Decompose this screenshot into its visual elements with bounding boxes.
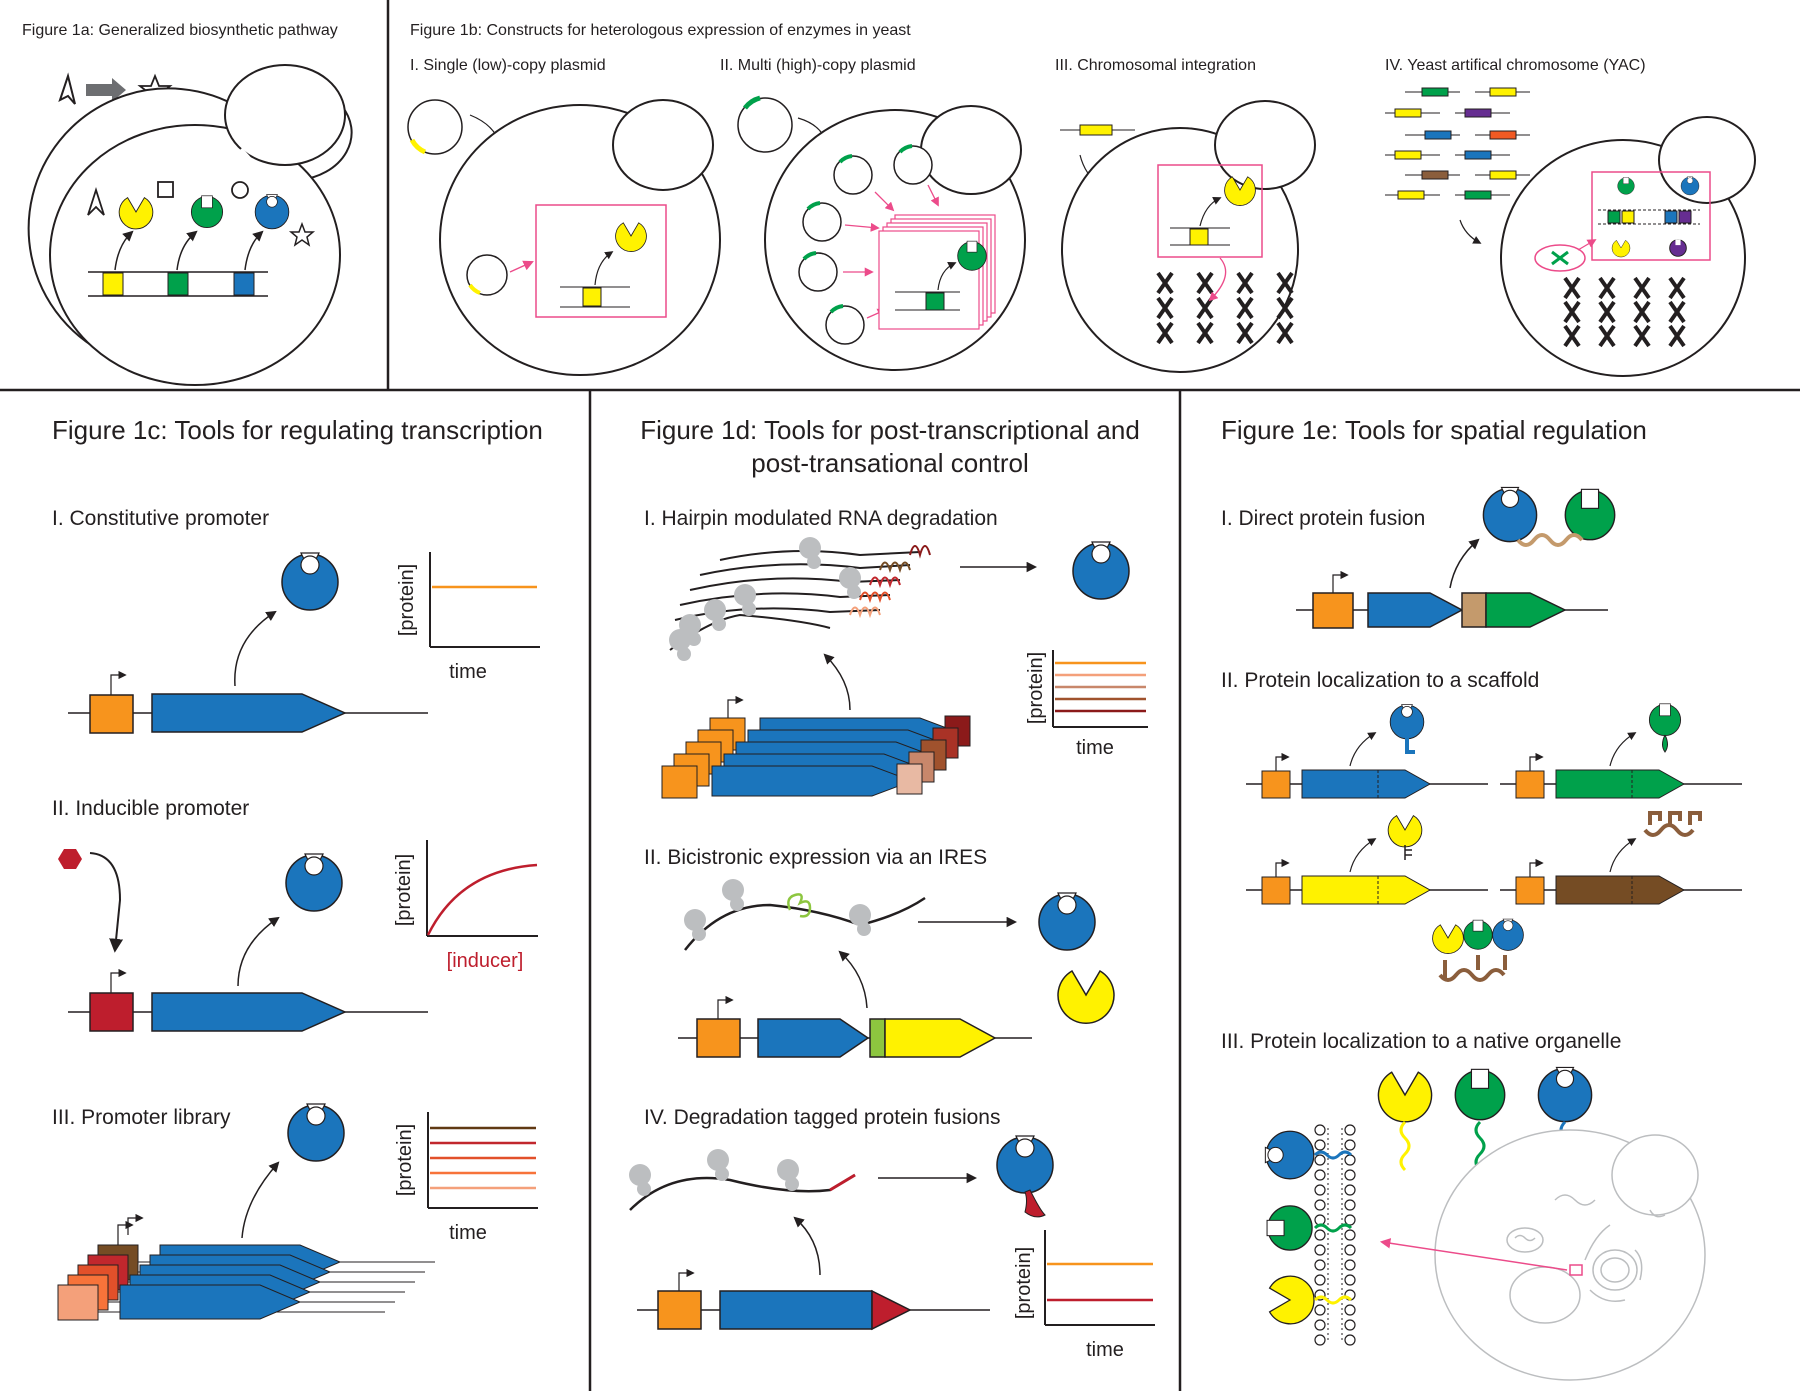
- enzyme-blue-icon: [254, 194, 290, 230]
- library-level-lines: [430, 1126, 536, 1190]
- hairpin-construct-stack: [661, 695, 971, 799]
- membrane-anchored-enzymes: [1264, 1130, 1353, 1325]
- scaffold-construct-green: [1500, 703, 1742, 799]
- constitutive-promoter: [89, 694, 134, 734]
- fig1e-title: Figure 1e: Tools for spatial regulation: [1221, 415, 1647, 445]
- fusion-linker: [1516, 533, 1584, 547]
- fig1d-4-xlabel: time: [1086, 1339, 1124, 1361]
- intermediate-square-icon: [157, 181, 174, 198]
- enzyme-green-icon: [190, 195, 224, 229]
- fig1d-title-line1: Figure 1d: Tools for post-transcriptiona…: [640, 415, 1140, 445]
- fig1d-1-xlabel: time: [1076, 737, 1114, 759]
- induction-curve: [426, 863, 538, 936]
- intermediate-circle-icon: [231, 181, 249, 199]
- inducer-hexagon-icon: [58, 849, 82, 869]
- inducible-promoter: [89, 992, 134, 1032]
- yeast-cell-1b-IV: [1500, 139, 1746, 377]
- final-star-icon: [288, 221, 316, 247]
- gene-yellow: [102, 272, 124, 296]
- fig1b-panel-3-label: III. Chromosomal integration: [1055, 57, 1256, 74]
- fig1d-panel-2-label: II. Bicistronic expression via an IRES: [644, 846, 987, 869]
- fig1c-3-ylabel: [protein]: [394, 1124, 416, 1196]
- fig1e-panel-3-label: III. Protein localization to a native or…: [1221, 1030, 1621, 1053]
- scaffold-construct-yellow: [1246, 815, 1488, 905]
- hairpin-level-lines: [1055, 661, 1146, 713]
- fig1e-panel-2-label: II. Protein localization to a scaffold: [1221, 669, 1539, 692]
- plasmid-in-cell: [466, 254, 508, 296]
- scaffold-construct-blue: [1246, 704, 1488, 799]
- plasmid-low-copy: [407, 99, 463, 155]
- fig1b-panel-2-label: II. Multi (high)-copy plasmid: [720, 57, 916, 74]
- organelle-highlight: [1569, 1264, 1583, 1276]
- fig1c-panel-1-label: I. Constitutive promoter: [52, 507, 269, 530]
- plasmid-high-copy: [737, 97, 793, 153]
- scaffold-protein: [1643, 811, 1702, 837]
- yeast-bud-1a: [224, 64, 346, 166]
- fig1b-panel-4-label: IV. Yeast artifical chromosome (YAC): [1385, 57, 1646, 74]
- ires-element: [787, 893, 812, 918]
- intermediate-triangle-icon: [87, 187, 105, 216]
- figure-1e: Figure 1e: Tools for spatial regulation …: [1221, 415, 1742, 1381]
- figure-1d: Figure 1d: Tools for post-transcriptiona…: [629, 415, 1155, 1361]
- conversion-arrow-icon: [86, 78, 126, 102]
- promoter-library-stack: [57, 1213, 435, 1321]
- tagged-mrna: [629, 1173, 856, 1211]
- figure-1c: Figure 1c: Tools for regulating transcri…: [52, 415, 543, 1321]
- fig1c-1-xlabel: time: [449, 661, 487, 683]
- fig1c-panel-2-label: II. Inducible promoter: [52, 797, 249, 820]
- yac-nucleus-box: [1591, 171, 1711, 261]
- fig1d-title-line2: post-transational control: [751, 448, 1028, 478]
- fig1c-1-ylabel: [protein]: [396, 564, 418, 636]
- integration-cassette: [1079, 124, 1113, 136]
- membrane-bilayer: [1314, 1124, 1356, 1346]
- gene-blue: [233, 272, 255, 296]
- fig1d-panel-1-label: I. Hairpin modulated RNA degradation: [644, 507, 998, 530]
- fused-blue-enzyme: [1482, 486, 1538, 543]
- scaffold-construct-brown: [1500, 811, 1742, 905]
- yeast-cell-body-1a: [49, 124, 341, 386]
- fig1e-panel-1-label: I. Direct protein fusion: [1221, 507, 1425, 530]
- fig1c-panel-3-label: III. Promoter library: [52, 1106, 231, 1129]
- fused-green-enzyme: [1564, 488, 1616, 541]
- fig1c-2-ylabel: [protein]: [393, 854, 415, 926]
- figure-1b: Figure 1b: Constructs for heterologous e…: [407, 22, 1756, 377]
- gene-cds-blue: [151, 693, 347, 733]
- figure-1a: Figure 1a: Generalized biosynthetic path…: [22, 22, 353, 386]
- fig1b-panel-1-label: I. Single (low)-copy plasmid: [410, 57, 606, 74]
- organelle-yeast-cell: [1434, 1129, 1706, 1381]
- fig1c-3-xlabel: time: [449, 1222, 487, 1244]
- yac-parts: [1385, 87, 1530, 200]
- degradation-tag: [871, 1289, 912, 1331]
- nucleus-box: [535, 204, 667, 318]
- fig1a-title: Figure 1a: Generalized biosynthetic path…: [22, 22, 338, 39]
- fig1b-title: Figure 1b: Constructs for heterologous e…: [410, 22, 911, 39]
- protein-blue-icon: [281, 552, 339, 611]
- substrate-triangle-icon: [58, 72, 76, 105]
- fig1d-4-ylabel: [protein]: [1013, 1247, 1035, 1319]
- degradation-tagged-protein: [996, 1135, 1054, 1194]
- fig1c-2-xlabel: [inducer]: [447, 950, 524, 972]
- assembled-scaffold-complex: [1432, 918, 1524, 982]
- gene-green: [167, 272, 189, 296]
- fig1d-1-ylabel: [protein]: [1025, 652, 1047, 724]
- fig1c-title: Figure 1c: Tools for regulating transcri…: [52, 415, 543, 445]
- bicistronic-mrna: [684, 896, 926, 951]
- nucleus-box-III: [1157, 164, 1263, 258]
- fig1d-panel-4-label: IV. Degradation tagged protein fusions: [644, 1106, 1000, 1129]
